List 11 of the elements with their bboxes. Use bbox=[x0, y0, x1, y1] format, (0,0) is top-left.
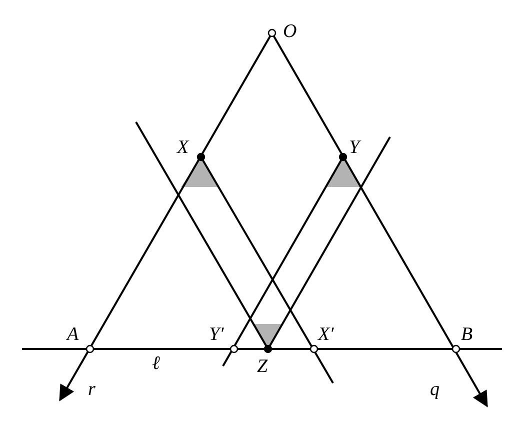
line-label: ℓ bbox=[152, 354, 160, 373]
point-label: A bbox=[67, 325, 79, 344]
line-label: q bbox=[430, 380, 440, 399]
point-label: Y bbox=[349, 138, 360, 157]
point-label: Z bbox=[257, 357, 268, 376]
point-label: X′ bbox=[318, 325, 334, 344]
point-label: X bbox=[177, 138, 189, 157]
point-label: B bbox=[461, 325, 473, 344]
point-label: O bbox=[283, 22, 297, 41]
line-label: r bbox=[88, 380, 96, 399]
point-label: Y′ bbox=[209, 325, 224, 344]
